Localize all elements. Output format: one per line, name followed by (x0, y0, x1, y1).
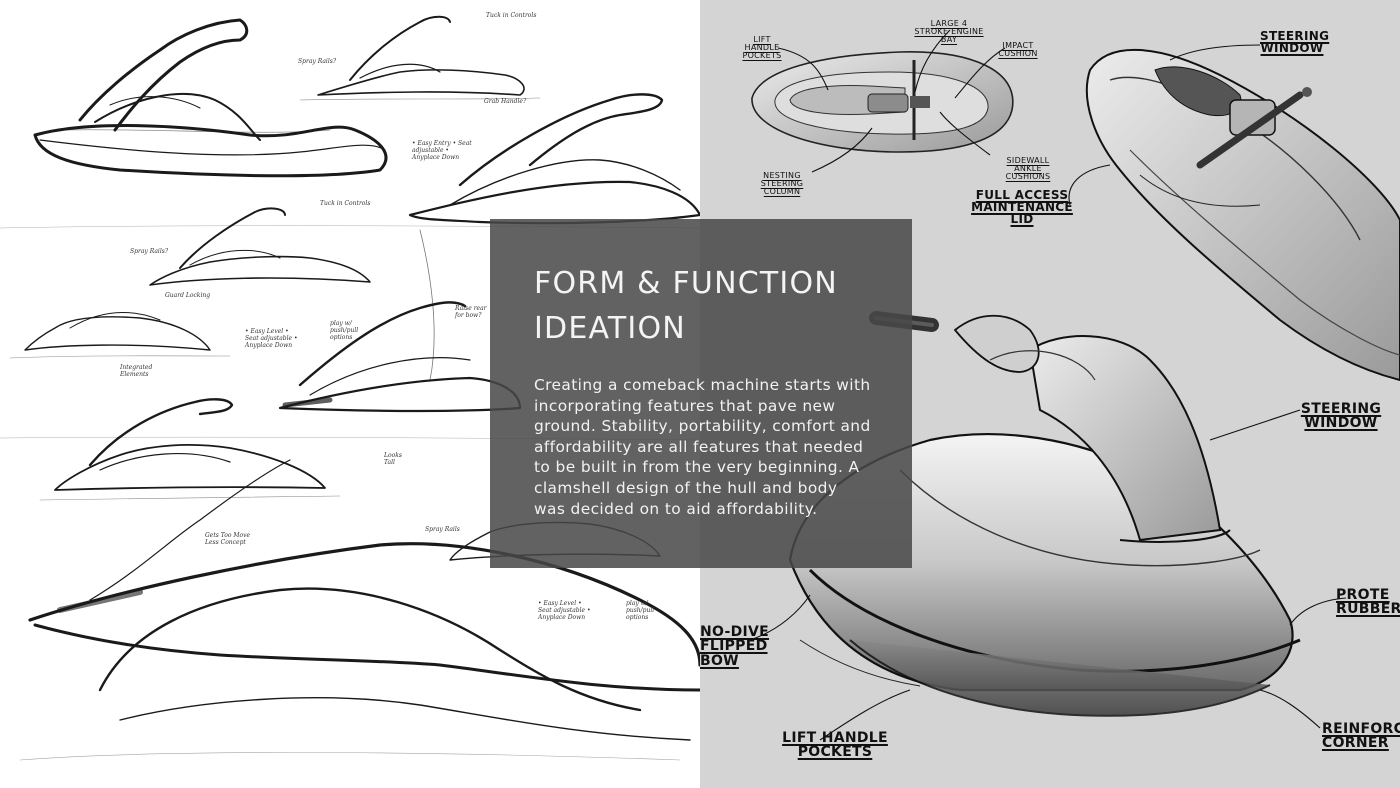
annotation-engine-bay: LARGE 4 STROKE ENGINE BAY (914, 19, 984, 45)
annotation-lift-handle-pockets-top: LIFT HANDLE POCKETS (742, 35, 782, 61)
note-tuck-in-controls: Tuck in Controls (320, 200, 371, 207)
note-spray-rails: Spray Rails? (130, 248, 169, 255)
note-integrated-elements: Integrated Elements (120, 364, 153, 378)
note-spray-rails: Spray Rails (425, 526, 460, 533)
note-play-push-pull: play w/ push/pull options (626, 600, 655, 621)
description-paragraph: Creating a comeback machine starts with … (534, 376, 871, 518)
note-easy-entry: • Easy Level • Seat adjustable • Anyplac… (245, 328, 298, 349)
annotation-no-dive-flipped-bow: NO-DIVE FLIPPED BOW (700, 624, 770, 669)
annotation-full-access-maintenance-lid: FULL ACCESS MAINTENANCE LID (971, 188, 1073, 227)
title-line-2: IDEATION (534, 311, 686, 346)
watercraft-render-sketches (749, 29, 1400, 741)
note-guard-locking: Guard Locking (165, 292, 211, 299)
page-title: FORM & FUNCTION IDEATION (534, 261, 872, 351)
form-function-text-card: FORM & FUNCTION IDEATION Creating a come… (490, 219, 912, 568)
annotation-steering-window-mid: STEERING WINDOW (1300, 401, 1382, 432)
annotation-lift-handle-pockets-bottom: LIFT HANDLE POCKETS (782, 730, 888, 761)
annotation-reinforced-corner: REINFORC CORNER (1322, 721, 1400, 752)
note-grab-handle: Grab Handle? (484, 98, 527, 105)
note-spray-rails: Spray Rails? (298, 58, 337, 65)
note-easy-entry: • Easy Entry • Seat adjustable • Anyplac… (412, 140, 472, 161)
note-less-concept: Gets Too Move Less Concept (205, 532, 251, 546)
annotation-sidewall-ankle-cushions: SIDEWALL ANKLE CUSHIONS (1005, 156, 1051, 182)
annotation-protective-rubber: PROTE RUBBER (1336, 587, 1400, 618)
rendered-sketch-panel: LIFT HANDLE POCKETS LARGE 4 STROKE ENGIN… (700, 0, 1400, 788)
note-raise-rear: Raise rear for bow? (455, 305, 487, 319)
annotation-impact-cushion: IMPACT CUSHION (998, 41, 1038, 59)
note-play-push-pull: play w/ push/pull options (330, 320, 359, 341)
annotation-steering-window-top: STEERING WINDOW (1260, 29, 1330, 56)
note-easy-entry: • Easy Level • Seat adjustable • Anyplac… (538, 600, 591, 621)
title-line-1: FORM & FUNCTION (534, 266, 838, 301)
annotation-nesting-steering-column: NESTING STEERING COLUMN (760, 171, 804, 197)
note-tuck-in-controls: Tuck in Controls (486, 12, 537, 19)
note-looks-tall: Looks Tall (384, 452, 402, 466)
